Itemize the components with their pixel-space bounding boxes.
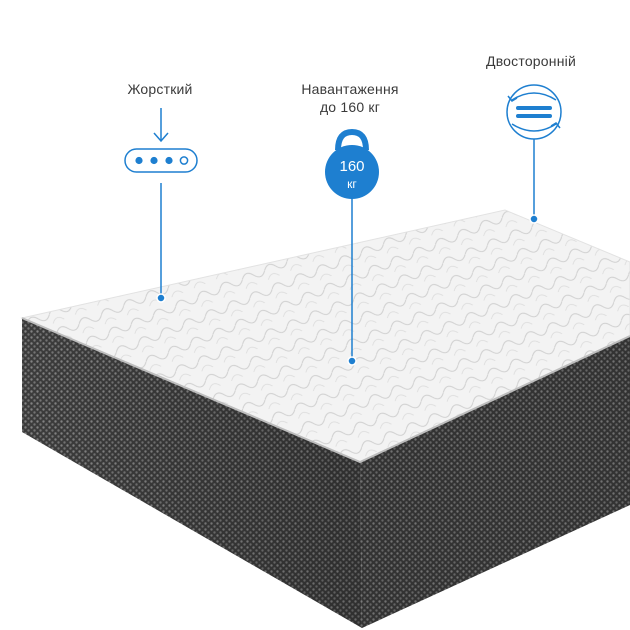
load-label: Навантаження до 160 кг [270,80,430,116]
flip-arrows-icon [506,84,562,140]
mattress-right-side [360,336,630,628]
load-anchor-dot [347,356,357,366]
weight-unit: кг [347,177,357,191]
firmness-dots-icon [124,108,198,173]
two-sided-anchor-dot [529,214,539,224]
load-label-line2: до 160 кг [319,99,381,115]
weight-value: 160 [339,158,364,175]
weight-kettlebell-icon: 160 кг [325,128,379,199]
firmness-anchor-dot [156,293,166,303]
firmness-label: Жорсткий [127,81,193,97]
load-label-line1: Навантаження [301,81,399,97]
two-sided-label: Двосторонній [486,53,576,69]
